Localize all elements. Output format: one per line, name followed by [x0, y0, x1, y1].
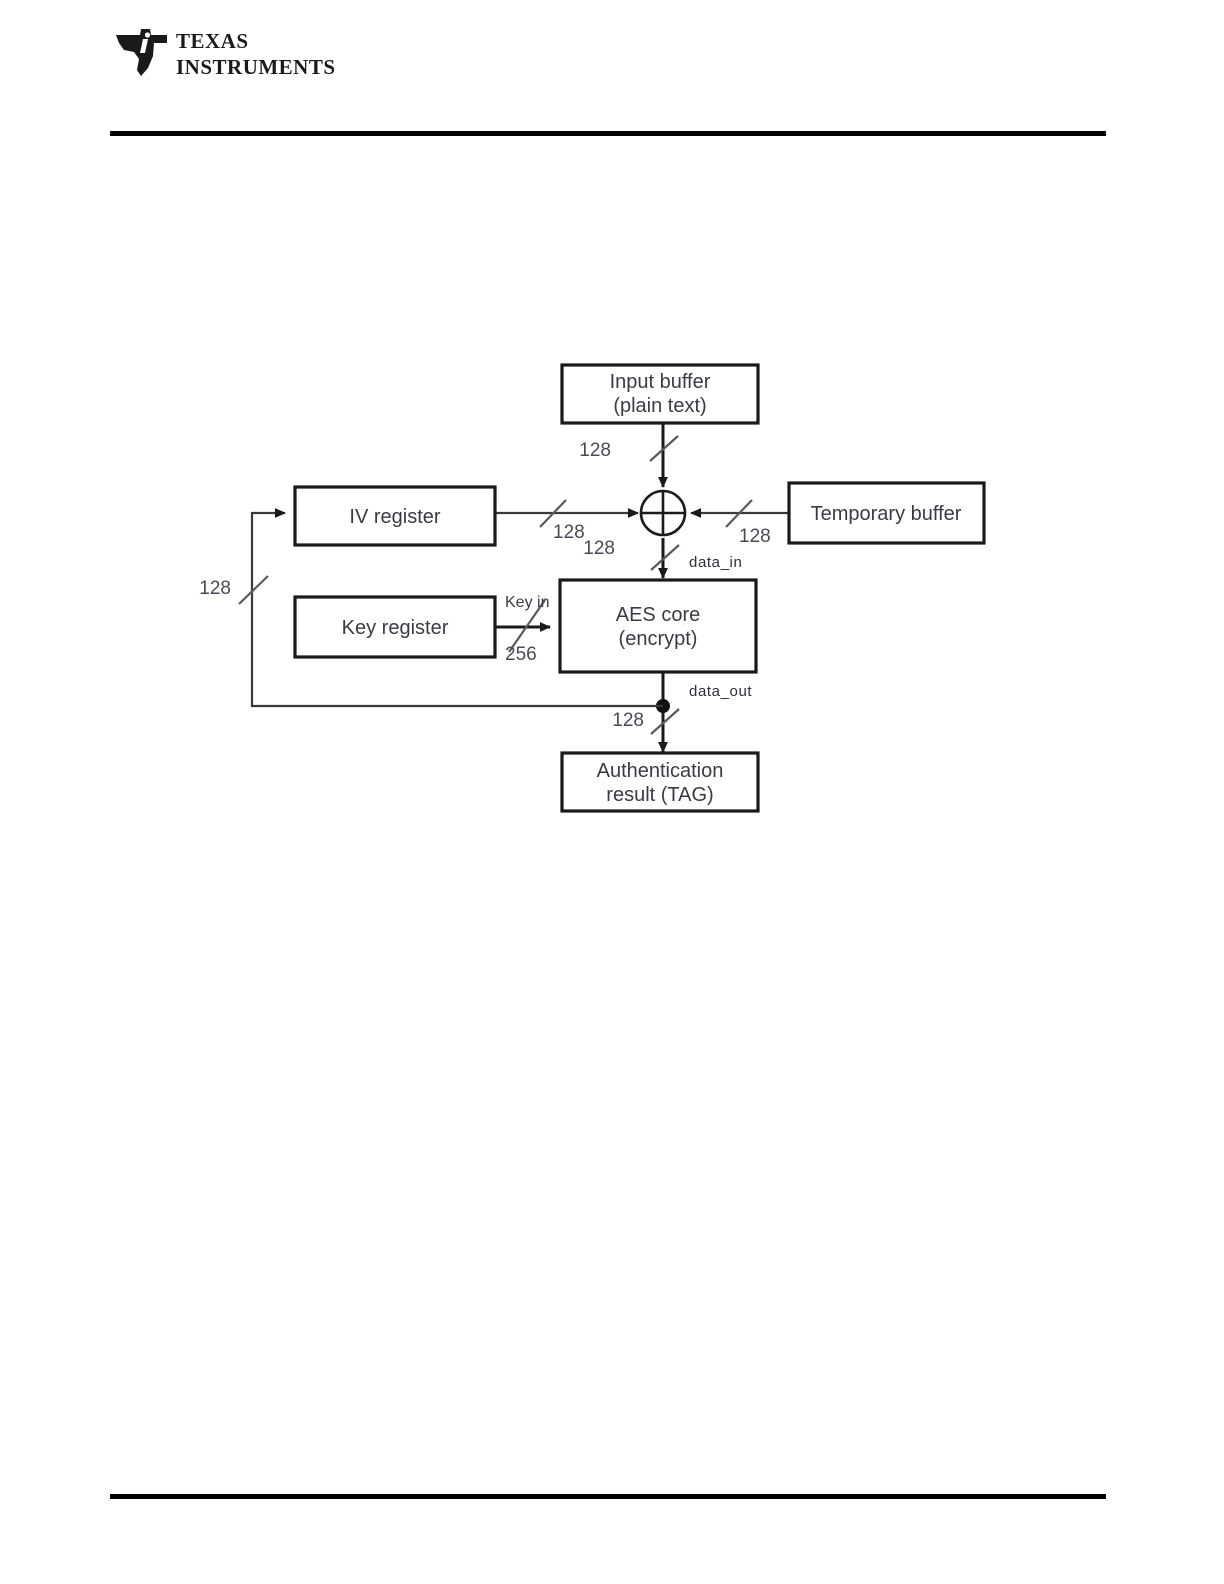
- xor-operator-icon: [639, 489, 687, 537]
- ti-wordmark-texas: TEXAS: [176, 29, 249, 53]
- footer-divider: [110, 1494, 1106, 1499]
- bus-label-feedback: 128: [199, 578, 231, 599]
- signal-label-data-in: data_in: [689, 554, 742, 571]
- bus-slash-feedback: [238, 575, 269, 605]
- bus-label-aes-to-tag: 128: [612, 710, 644, 731]
- block-aes-core-line2: (encrypt): [619, 628, 698, 650]
- bus-slash-iv-to-xor: [539, 499, 567, 528]
- signal-label-data-out: data_out: [689, 683, 752, 700]
- bus-label-xor-to-aes: 128: [583, 538, 615, 559]
- bus-label-iv-to-xor: 128: [553, 522, 585, 543]
- bus-label-input-to-xor: 128: [579, 440, 611, 461]
- bus-label-key-to-aes: 256: [505, 644, 537, 665]
- bus-slash-key-to-aes: [508, 599, 546, 653]
- bus-slash-xor-to-aes: [650, 544, 680, 571]
- block-authentication-result-line2: result (TAG): [606, 784, 713, 806]
- block-iv-register-label: IV register: [349, 506, 440, 528]
- block-temporary-buffer[interactable]: Temporary buffer: [787, 481, 986, 545]
- signal-label-key-in: Key in: [505, 594, 549, 611]
- block-authentication-result[interactable]: Authentication result (TAG): [560, 751, 760, 813]
- block-input-buffer-line2: (plain text): [613, 395, 706, 417]
- block-key-register[interactable]: Key register: [293, 595, 497, 659]
- block-temporary-buffer-label: Temporary buffer: [811, 503, 962, 525]
- bus-slash-input-to-xor: [649, 435, 679, 462]
- block-input-buffer[interactable]: Input buffer (plain text): [560, 363, 760, 425]
- texas-instruments-logo: TEXAS INSTRUMENTS: [110, 26, 340, 80]
- block-key-register-label: Key register: [342, 617, 449, 639]
- block-aes-core-line1: AES core: [616, 604, 700, 626]
- header-divider: [110, 131, 1106, 136]
- bus-slash-temp-to-xor: [725, 499, 753, 528]
- block-iv-register[interactable]: IV register: [293, 485, 497, 547]
- block-authentication-result-line1: Authentication: [597, 760, 724, 782]
- ti-texas-mark: [116, 29, 167, 76]
- wire-feedback-to-iv-register: [250, 508, 663, 708]
- block-input-buffer-line1: Input buffer: [610, 371, 711, 393]
- bus-slash-aes-to-tag: [650, 708, 680, 735]
- block-aes-core[interactable]: AES core (encrypt): [558, 578, 758, 674]
- bus-label-temp-to-xor: 128: [739, 526, 771, 547]
- ti-wordmark-instruments: INSTRUMENTS: [176, 55, 336, 79]
